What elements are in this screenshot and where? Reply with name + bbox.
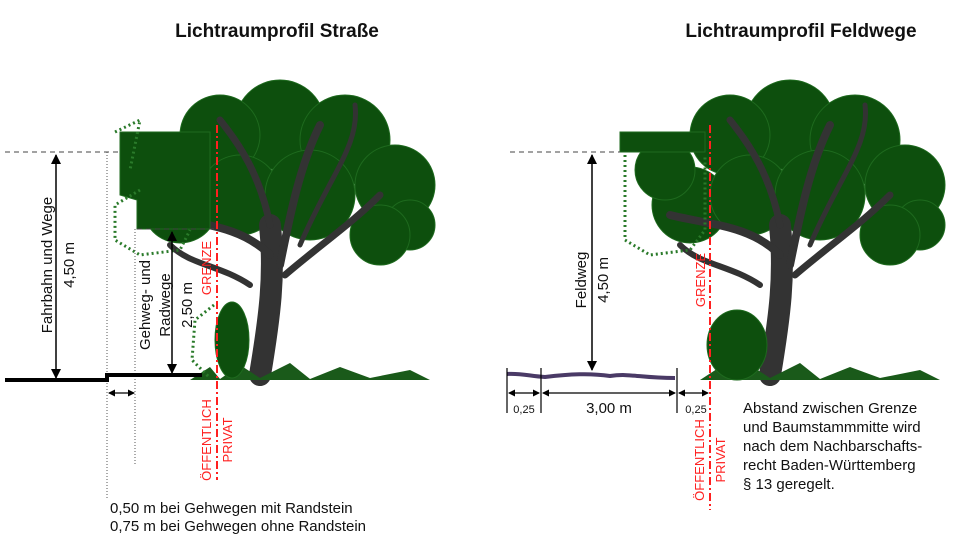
path-height: 2,50 m xyxy=(179,282,196,328)
private-label: PRIVAT xyxy=(713,437,728,482)
border-label: GRENZE xyxy=(199,241,214,296)
note-line: Abstand zwischen Grenze xyxy=(743,400,917,417)
road-label: Fahrbahn und Wege xyxy=(39,197,56,334)
path-label-1: Gehweg- und xyxy=(137,260,154,350)
removed-foliage-outline xyxy=(623,155,707,257)
note-line: recht Baden-Württemberg xyxy=(743,457,916,474)
field-path-surface xyxy=(506,371,676,380)
removed-foliage-outline xyxy=(114,117,143,171)
hedge xyxy=(214,301,250,379)
left-title: Lichtraumprofil Straße xyxy=(175,21,379,42)
note-with-curb: 0,50 m bei Gehwegen mit Randstein xyxy=(110,500,353,517)
note-line: § 13 geregelt. xyxy=(743,476,835,493)
right-title: Lichtraumprofil Feldwege xyxy=(685,21,916,42)
note-line: und Baumstammmitte wird xyxy=(743,419,921,436)
dimension-lines xyxy=(506,368,709,413)
public-label: ÖFFENTLICH xyxy=(199,399,214,481)
private-label: PRIVAT xyxy=(220,417,235,462)
hedge xyxy=(706,309,768,381)
note-without-curb: 0,75 m bei Gehwegen ohne Randstein xyxy=(110,518,366,535)
dim-left: 0,25 xyxy=(513,404,534,416)
trimmed-foliage xyxy=(619,131,706,153)
public-label: ÖFFENTLICH xyxy=(692,419,707,501)
path-label-2: Radwege xyxy=(157,273,174,336)
road-height: 4,50 m xyxy=(61,242,78,288)
path-height: 4,50 m xyxy=(595,257,612,303)
right-diagram: Lichtraumprofil Feldwege Feldweg 4,50 m … xyxy=(506,21,945,510)
dim-right: 0,25 xyxy=(685,404,706,416)
note-line: nach dem Nachbarschafts- xyxy=(743,438,922,455)
road-surface xyxy=(5,373,202,382)
tree-illustration xyxy=(635,80,945,380)
dim-width: 3,00 m xyxy=(586,400,632,417)
border-label: GRENZE xyxy=(693,253,708,308)
path-label: Feldweg xyxy=(573,252,590,309)
left-diagram: Lichtraumprofil Straße Fahrbahn und Wege… xyxy=(5,21,435,535)
